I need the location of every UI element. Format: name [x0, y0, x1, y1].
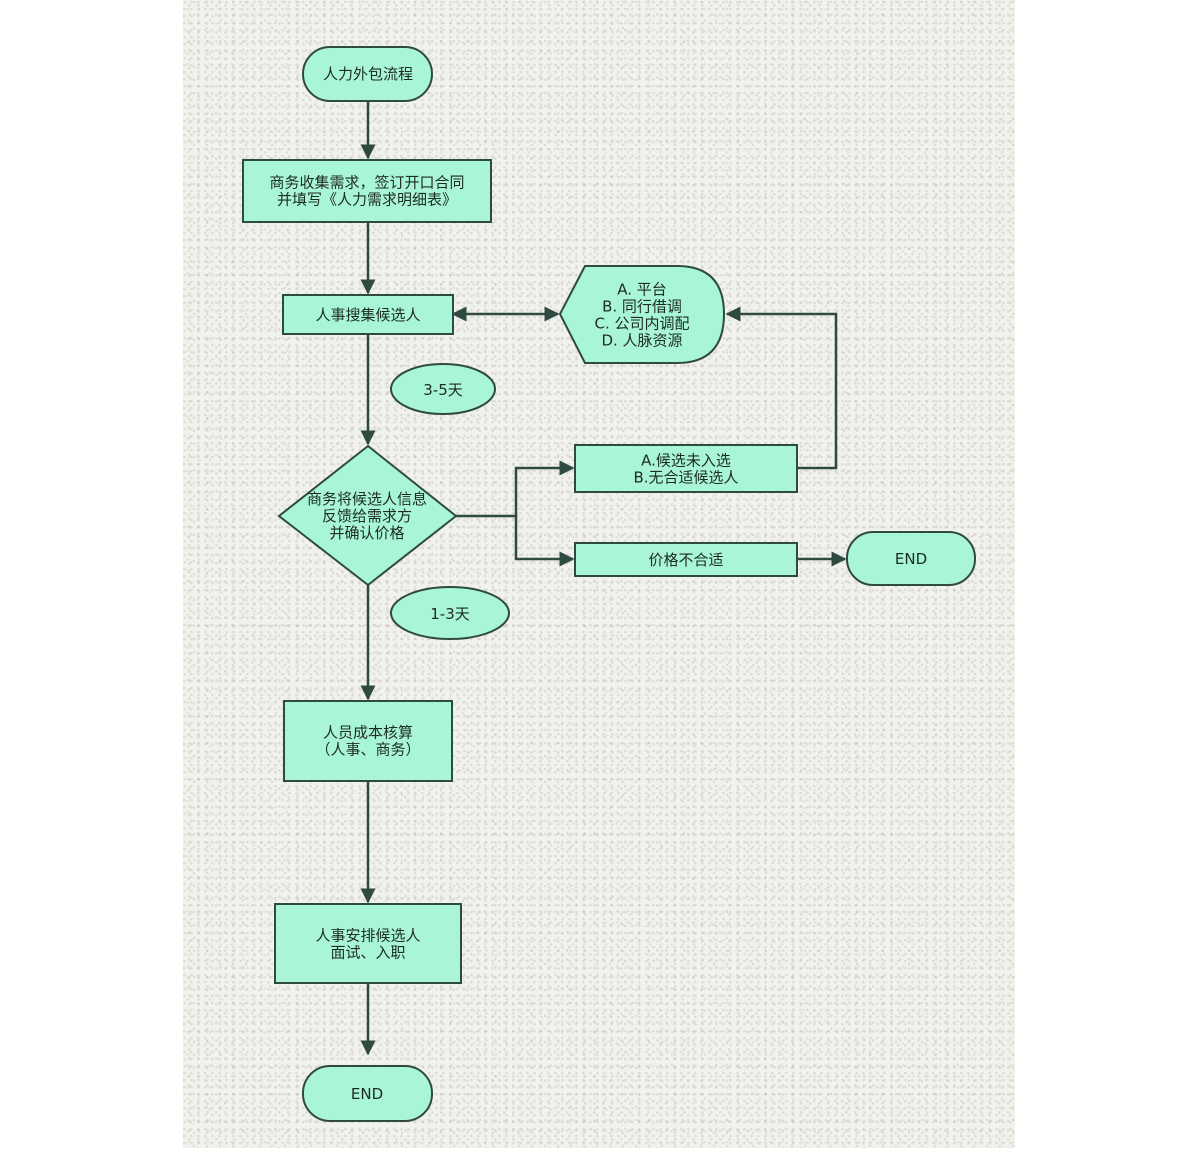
edges	[360, 101, 847, 1056]
label-line: END	[351, 1085, 383, 1103]
label-line: （人事、商务）	[315, 741, 420, 759]
cost-node[interactable]	[283, 700, 453, 782]
label-line: B. 同行借调	[602, 298, 682, 316]
label-line: D. 人脉资源	[601, 332, 682, 350]
days-search-oval	[390, 363, 496, 415]
days-confirm-label: 1-3天	[430, 605, 470, 623]
label-line: 1-3天	[430, 605, 470, 623]
label-line: 商务将候选人信息	[307, 490, 427, 508]
label-line: 人事安排候选人	[315, 927, 420, 945]
label-line: B.无合适候选人	[633, 469, 738, 487]
labels: 人力外包流程 商务收集需求，签订开口合同并填写《人力需求明细表》 人事搜集候选人…	[269, 65, 927, 1103]
edge-not-selected-sources	[725, 306, 838, 470]
label-line: 反馈给需求方	[322, 507, 412, 525]
label-line: 3-5天	[423, 381, 463, 399]
label-line: C. 公司内调配	[594, 315, 689, 333]
label-line: 人员成本核算	[323, 724, 413, 742]
end-bottom-node[interactable]	[302, 1065, 433, 1122]
label-line: 并确认价格	[329, 524, 404, 542]
end-bottom-label: END	[351, 1085, 383, 1103]
start-node[interactable]	[302, 46, 433, 102]
search-node[interactable]	[282, 294, 454, 335]
search-label: 人事搜集候选人	[315, 306, 420, 324]
label-line: 面试、入职	[330, 944, 405, 962]
cost-label: 人员成本核算（人事、商务）	[315, 724, 420, 759]
days-search-label: 3-5天	[423, 381, 463, 399]
days-confirm-oval	[390, 586, 510, 640]
collect-label: 商务收集需求，签订开口合同并填写《人力需求明细表》	[269, 174, 464, 209]
label-line: A.候选未入选	[641, 452, 731, 470]
end-right-node[interactable]	[846, 531, 976, 586]
label-line: 价格不合适	[648, 551, 723, 569]
end-right-label: END	[895, 550, 927, 568]
edge-feedback-price	[514, 516, 575, 567]
feedback-label: 商务将候选人信息反馈给需求方并确认价格	[307, 490, 427, 542]
price-bad-node[interactable]	[574, 542, 798, 577]
label-line: 人力外包流程	[323, 65, 413, 83]
edge-feedback-not-selected	[456, 460, 575, 518]
not-selected-node[interactable]	[574, 444, 798, 493]
label-line: 商务收集需求，签订开口合同	[269, 174, 464, 192]
price-bad-label: 价格不合适	[648, 551, 723, 569]
nodes	[242, 46, 976, 1122]
arrange-label: 人事安排候选人面试、入职	[315, 927, 420, 962]
sources-node[interactable]	[558, 265, 726, 364]
start-label: 人力外包流程	[323, 65, 413, 83]
label-line: 并填写《人力需求明细表》	[277, 191, 457, 209]
collect-node[interactable]	[242, 159, 492, 223]
label-line: 人事搜集候选人	[315, 306, 420, 324]
label-line: END	[895, 550, 927, 568]
feedback-decision-node[interactable]	[277, 444, 458, 587]
arrange-node[interactable]	[274, 903, 462, 984]
label-line: A. 平台	[617, 281, 667, 299]
